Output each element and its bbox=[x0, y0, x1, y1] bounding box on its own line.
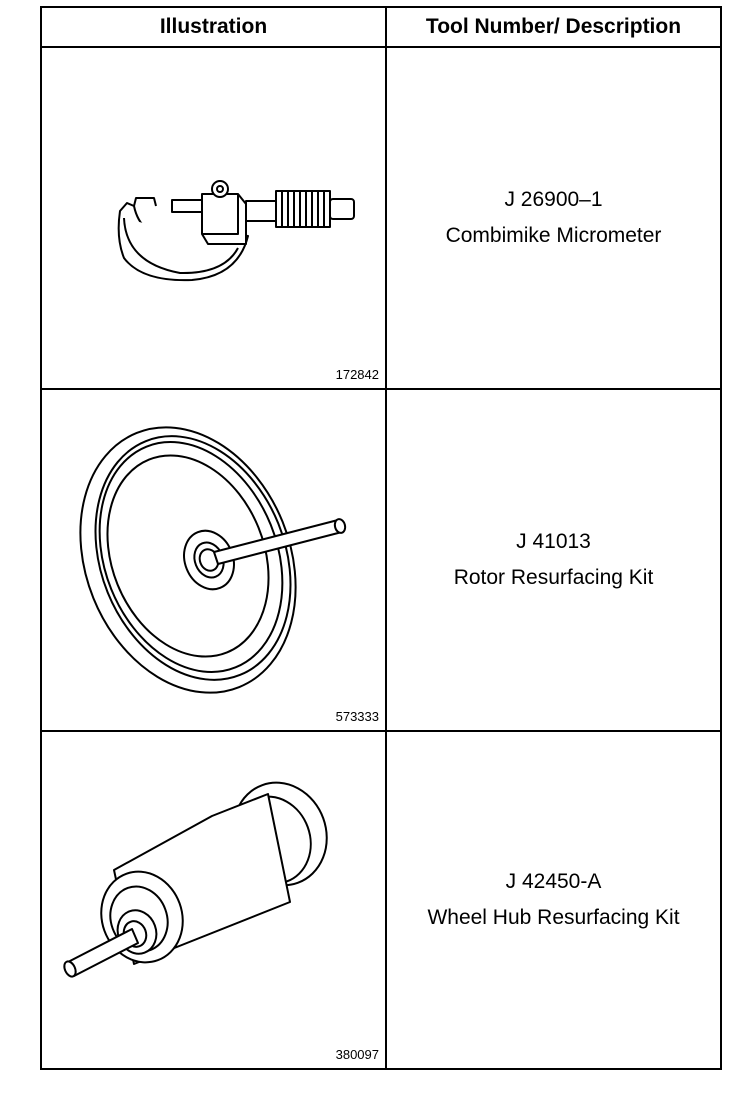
tool-name: Combimike Micrometer bbox=[445, 224, 662, 247]
wheel-hub-resurfacing-kit-icon bbox=[63, 781, 328, 978]
micrometer-icon bbox=[117, 180, 355, 282]
header-illustration: Illustration bbox=[159, 15, 268, 38]
tool-number: J 41013 bbox=[516, 530, 591, 553]
illustration-cell: 172842 bbox=[42, 48, 385, 388]
figure-number: 573333 bbox=[335, 709, 379, 724]
table-row: 573333 J 41013 Rotor Resurfacing Kit bbox=[42, 390, 720, 732]
table-header: Illustration Tool Number/ Description bbox=[42, 8, 720, 48]
table-row: 380097 J 42450-A Wheel Hub Resurfacing K… bbox=[42, 732, 720, 1068]
description-cell: J 41013 Rotor Resurfacing Kit bbox=[387, 390, 720, 730]
figure-number: 172842 bbox=[335, 367, 379, 382]
tool-number: J 26900–1 bbox=[504, 188, 603, 211]
description-cell: J 42450-A Wheel Hub Resurfacing Kit bbox=[387, 732, 720, 1068]
column-divider bbox=[385, 8, 387, 1068]
tool-name: Rotor Resurfacing Kit bbox=[453, 566, 654, 589]
tool-name: Wheel Hub Resurfacing Kit bbox=[427, 906, 680, 929]
tool-number: J 42450-A bbox=[505, 870, 602, 893]
tool-table: Illustration Tool Number/ Description bbox=[40, 6, 722, 1070]
figure-number: 380097 bbox=[335, 1047, 379, 1062]
header-description: Tool Number/ Description bbox=[425, 15, 682, 38]
description-cell: J 26900–1 Combimike Micrometer bbox=[387, 48, 720, 388]
rotor-resurfacing-kit-icon bbox=[79, 426, 347, 694]
table-row: 172842 J 26900–1 Combimike Micrometer bbox=[42, 48, 720, 390]
illustration-cell: 380097 bbox=[42, 732, 385, 1068]
illustration-cell: 573333 bbox=[42, 390, 385, 730]
